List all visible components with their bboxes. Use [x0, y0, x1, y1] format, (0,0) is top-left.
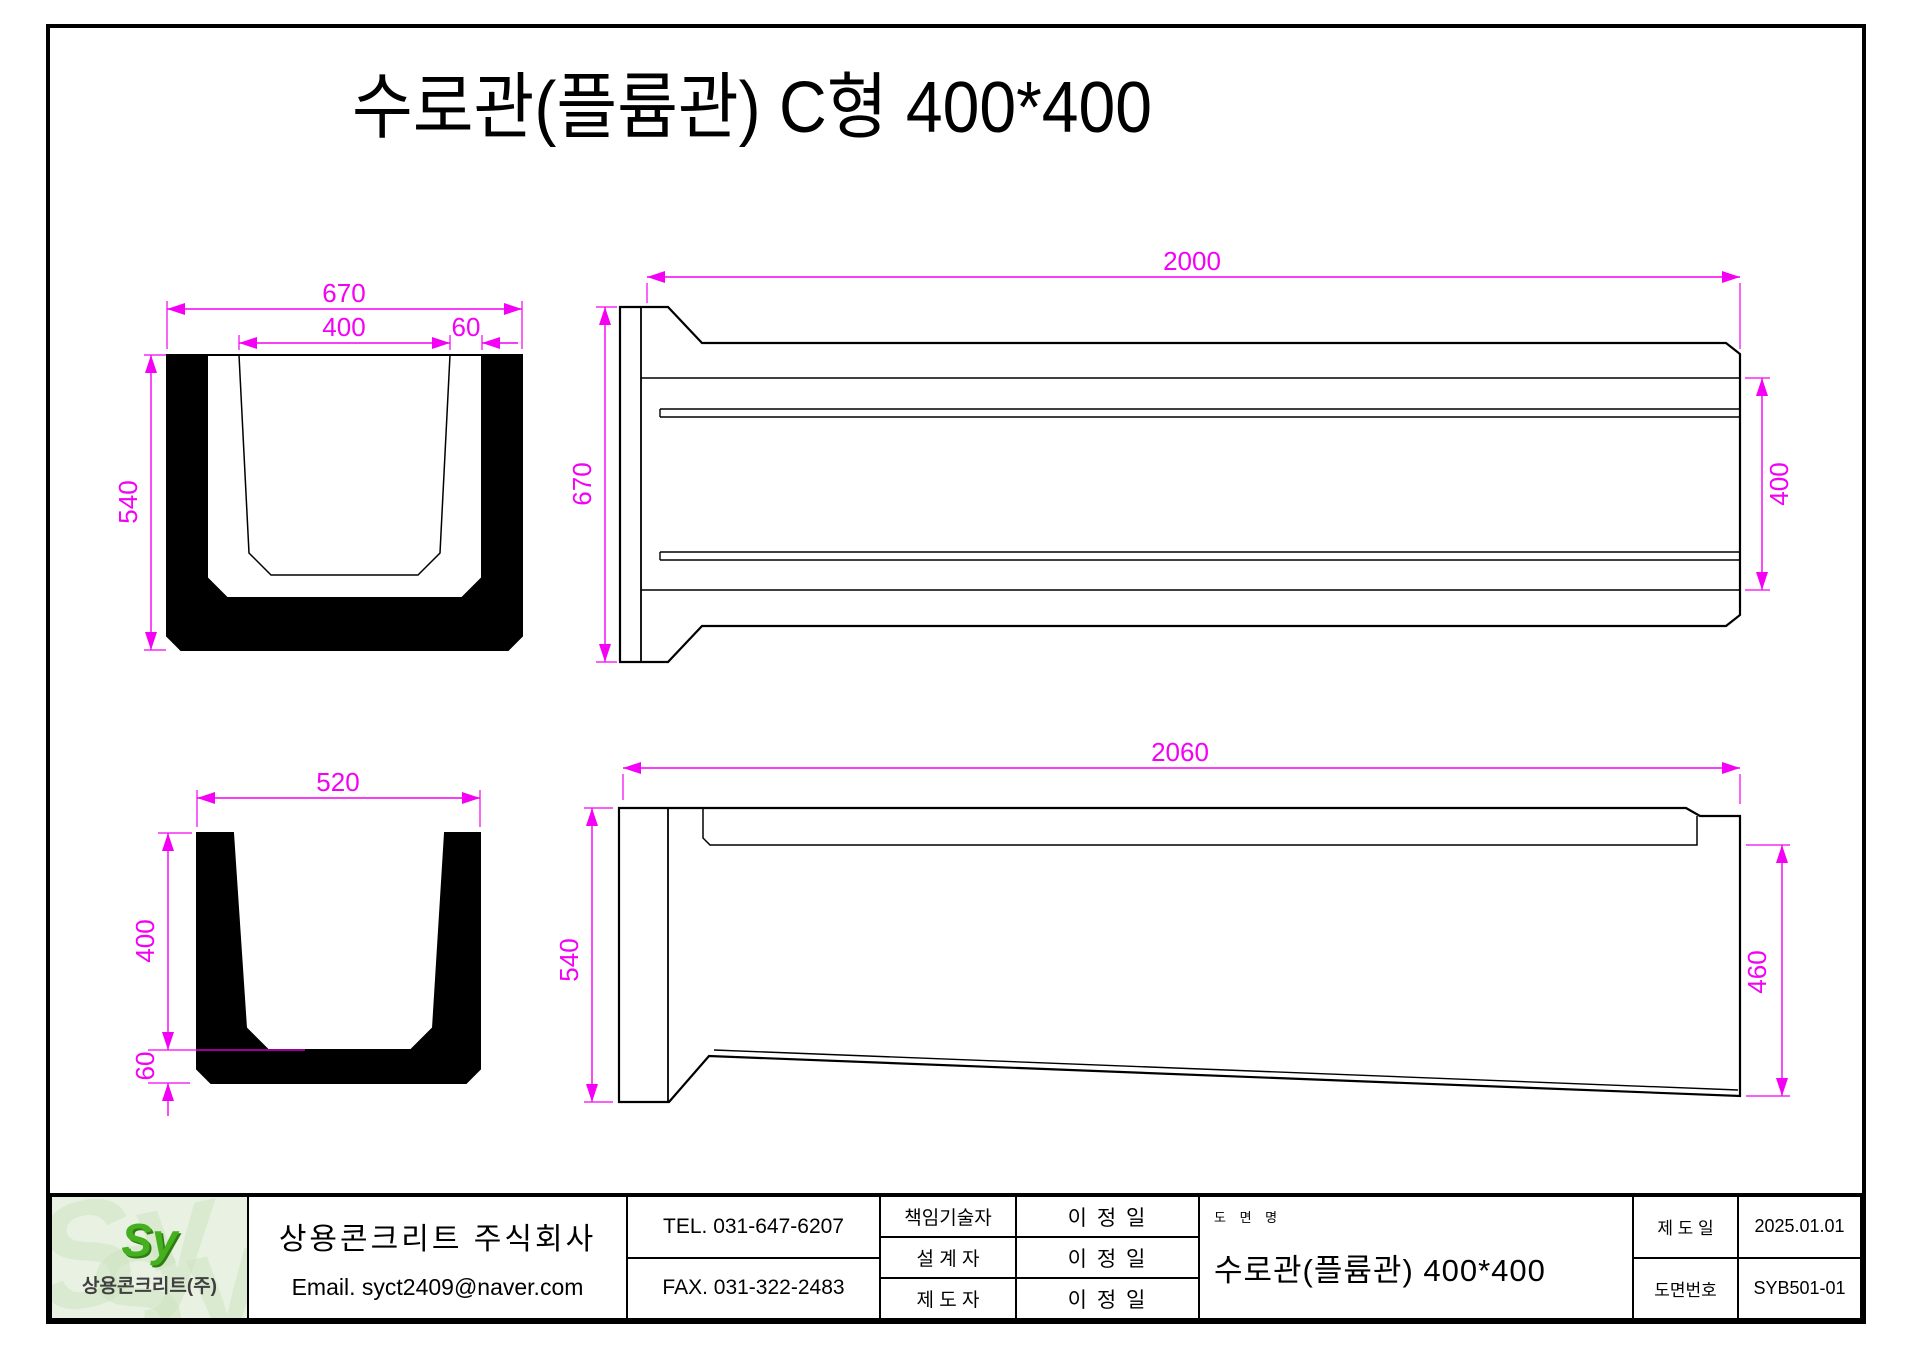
date-value: 2025.01.01 — [1754, 1216, 1845, 1237]
company-logo: Sy Sy Sy 상용콘크리트(주) — [52, 1197, 249, 1318]
date-number-labels-cell: 제 도 일 도면번호 — [1634, 1197, 1739, 1318]
sheet-border — [46, 24, 1866, 1324]
company-cell: 상용콘크리트 주식회사 Email. syct2409@naver.com — [249, 1197, 628, 1318]
role-values-cell: 이 정 일 이 정 일 이 정 일 — [1017, 1197, 1200, 1318]
page-title: 수로관(플륨관) C형 400*400 — [352, 68, 1152, 148]
date-number-values-cell: 2025.01.01 SYB501-01 — [1739, 1197, 1860, 1318]
number-label: 도면번호 — [1634, 1256, 1737, 1319]
side-view: 2060 540 460 — [554, 737, 1790, 1104]
role-label-engineer: 책임기술자 — [904, 1208, 992, 1229]
role-label-drafter: 제 도 자 — [881, 1277, 1015, 1318]
socket-inner-cavity-outline — [238, 354, 451, 576]
dim-side-body-height: 460 — [1742, 950, 1772, 993]
role-label-designer: 설 계 자 — [881, 1236, 1015, 1277]
drawing-name-label: 도 면 명 — [1214, 1210, 1283, 1225]
dim-spigot-top-width: 520 — [316, 767, 359, 797]
dim-side-length: 2060 — [1151, 737, 1209, 767]
title-block: Sy Sy Sy 상용콘크리트(주) 상용콘크리트 주식회사 Email. sy… — [48, 1193, 1864, 1322]
dim-plan-length: 2000 — [1163, 246, 1221, 276]
dim-spigot-inner-height: 400 — [130, 919, 160, 962]
side-inner-profile — [702, 808, 1698, 846]
role-labels-cell: 책임기술자 설 계 자 제 도 자 — [881, 1197, 1017, 1318]
plan-outline — [618, 305, 1742, 664]
company-email: Email. syct2409@naver.com — [291, 1274, 584, 1301]
company-name: 상용콘크리트 주식회사 — [278, 1222, 597, 1256]
dim-socket-outer-width: 670 — [322, 278, 365, 308]
dim-plan-outer-width: 670 — [567, 462, 597, 505]
dim-spigot-base: 60 — [130, 1052, 160, 1081]
role-value-designer: 이 정 일 — [1017, 1236, 1198, 1277]
socket-section-view: 670 400 60 540 — [113, 278, 523, 651]
role-value-engineer: 이 정 일 — [1067, 1206, 1148, 1230]
socket-section-body — [166, 354, 523, 651]
dim-side-socket-height: 540 — [554, 938, 584, 981]
drawing-name-cell: 도 면 명 수로관(플륨관) 400*400 — [1200, 1197, 1634, 1318]
company-tel: TEL. 031-647-6207 — [663, 1214, 844, 1238]
logo-mark-icon: Sy — [121, 1214, 178, 1266]
role-value-drafter: 이 정 일 — [1017, 1277, 1198, 1318]
company-fax: FAX. 031-322-2483 — [628, 1256, 879, 1319]
tel-fax-cell: TEL. 031-647-6207 FAX. 031-322-2483 — [628, 1197, 881, 1318]
dim-socket-height: 540 — [113, 480, 143, 523]
dim-plan-inner-width: 400 — [1764, 462, 1794, 505]
spigot-section-body — [196, 832, 481, 1084]
logo-company-name: 상용콘크리트(주) — [81, 1276, 217, 1297]
dim-socket-inner-width: 400 — [322, 312, 365, 342]
date-label: 제 도 일 — [1657, 1219, 1714, 1239]
plan-view: 2000 670 400 — [567, 246, 1794, 664]
number-value: SYB501-01 — [1739, 1256, 1860, 1319]
side-outline — [617, 806, 1742, 1104]
spigot-section-view: 520 400 60 — [130, 767, 481, 1116]
drawing-name: 수로관(플륨관) 400*400 — [1214, 1253, 1546, 1288]
dim-socket-wall: 60 — [452, 312, 481, 342]
